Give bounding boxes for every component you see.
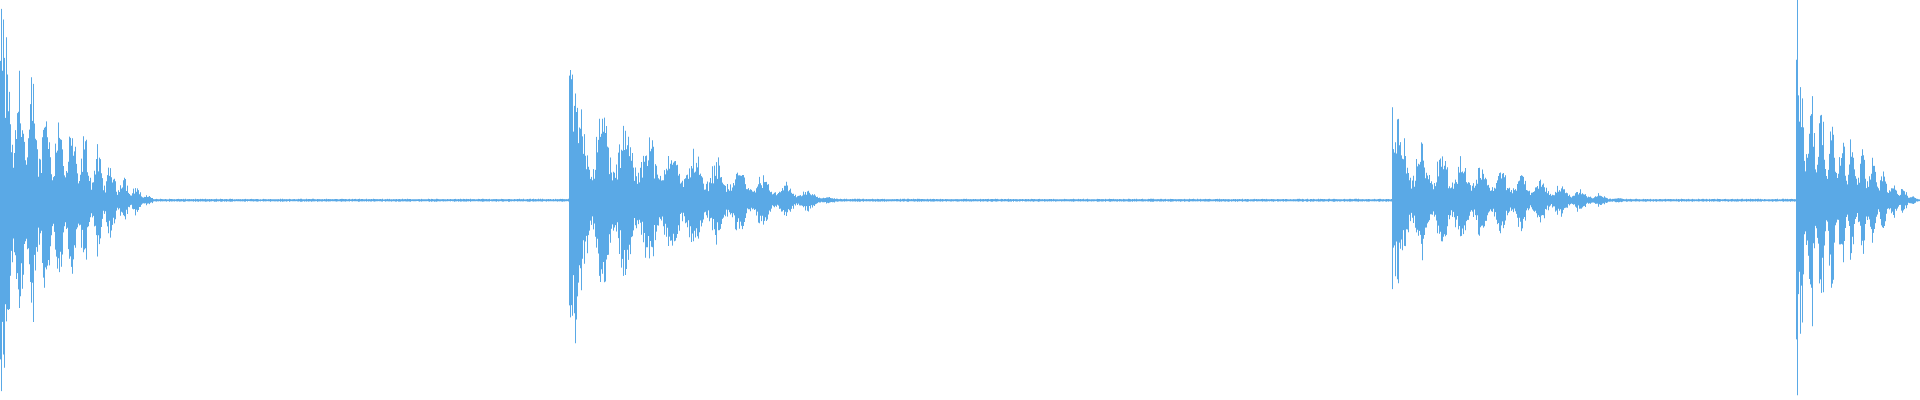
audio-waveform[interactable] xyxy=(0,0,1920,400)
waveform-path xyxy=(0,0,1920,396)
waveform-graphic xyxy=(0,0,1920,396)
waveform-bars xyxy=(0,0,1920,396)
